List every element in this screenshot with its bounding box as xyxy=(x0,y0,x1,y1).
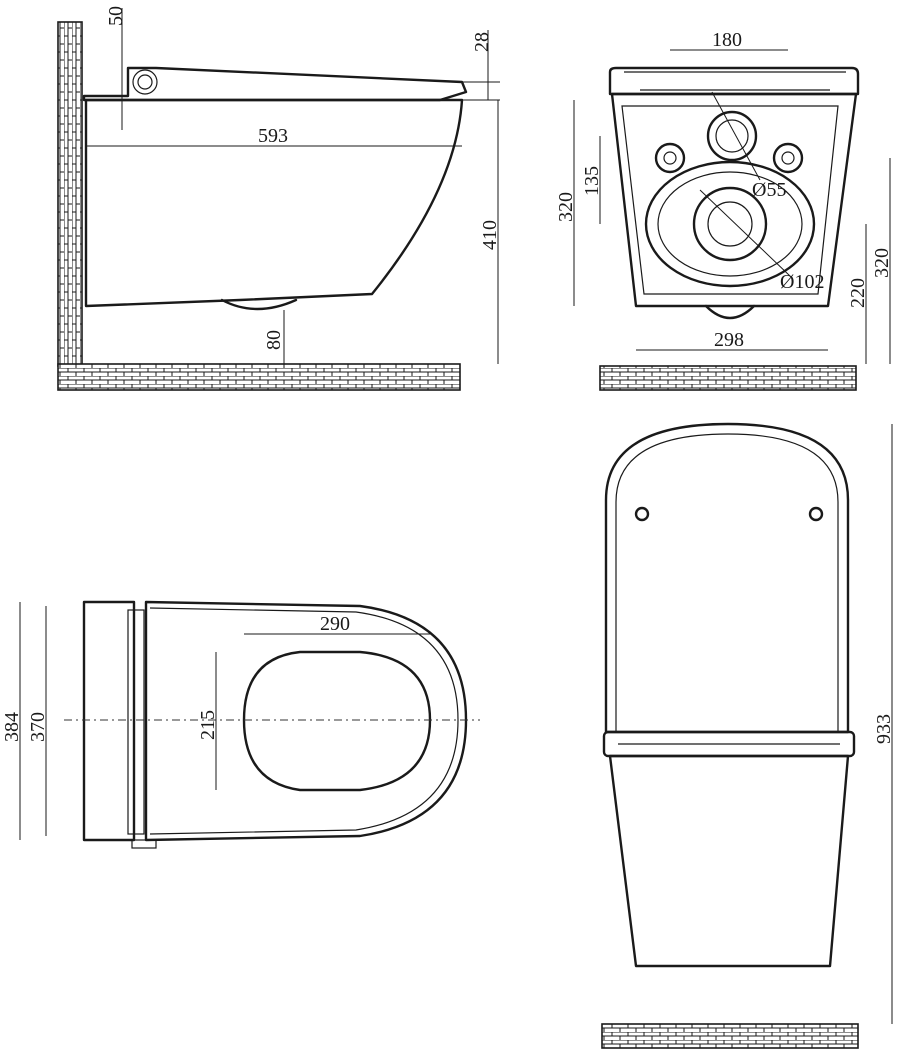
dim-298-label: 298 xyxy=(714,329,744,351)
dim-28-label: 28 xyxy=(471,32,493,52)
dim-370-label: 370 xyxy=(27,712,49,742)
dim-102-leader xyxy=(699,189,791,277)
dim-290-label: 290 xyxy=(320,613,350,635)
top-tank-outline xyxy=(82,600,136,842)
water-inlet-circle xyxy=(706,110,758,162)
dim-55-label: Ø55 xyxy=(752,179,786,201)
dim-180-label: 180 xyxy=(712,29,742,51)
outlet-ring-inner xyxy=(657,171,803,277)
lid-bumper-right xyxy=(808,506,824,522)
front-lid-outline xyxy=(604,422,850,734)
lid-bumper-left xyxy=(634,506,650,522)
rear-body-outline xyxy=(610,92,858,308)
hinge-circle xyxy=(132,69,158,95)
dim-55-leader xyxy=(711,91,761,181)
front-bowl-outline xyxy=(608,754,850,968)
hinge-inner-circle xyxy=(137,74,153,90)
side-view: 50 28 593 410 80 xyxy=(57,6,501,391)
dim-410-label: 410 xyxy=(479,220,501,250)
side-bowl-outline xyxy=(84,98,464,308)
dim-135-label: 135 xyxy=(581,166,603,196)
side-outlet-curve xyxy=(220,298,298,311)
top-hinge-foot xyxy=(131,839,157,849)
top-hinge-strip xyxy=(127,609,145,835)
dim-80-label: 80 xyxy=(263,330,285,350)
side-seat-outline xyxy=(82,66,468,102)
top-view: 384 370 290 215 xyxy=(1,600,480,849)
dim-384-label: 384 xyxy=(1,712,23,742)
drain-circle xyxy=(692,186,768,262)
drain-inner-circle xyxy=(707,201,753,247)
rear-outlet-curve xyxy=(704,304,756,320)
dim-593-label: 593 xyxy=(258,125,288,147)
rear-body-inner xyxy=(621,105,839,295)
bolt-hole-left xyxy=(654,142,686,174)
wall-hatch xyxy=(57,21,83,367)
rear-view: 180 320 135 Ø55 Ø102 220 320 298 xyxy=(555,29,893,391)
dim-102-label: Ø102 xyxy=(780,271,824,293)
bolt-hole-right-inner xyxy=(781,151,795,165)
front-view: 933 xyxy=(601,422,895,1049)
dim-320-left-label: 320 xyxy=(555,192,577,222)
top-bowl-outline xyxy=(144,600,468,842)
bolt-hole-right xyxy=(772,142,804,174)
outlet-ring-outer xyxy=(644,160,816,288)
top-opening-outline xyxy=(242,650,432,792)
rear-floor-hatch xyxy=(599,365,857,391)
water-inlet-inner xyxy=(715,119,749,153)
dim-220-label: 220 xyxy=(847,278,869,308)
top-bowl-inner xyxy=(149,607,459,835)
dim-215-label: 215 xyxy=(197,710,219,740)
front-lid-inner xyxy=(615,433,839,732)
front-floor-hatch xyxy=(601,1023,859,1049)
dim-320-right-label: 320 xyxy=(871,248,893,278)
dim-50-label: 50 xyxy=(105,6,127,26)
rear-seat-outline xyxy=(608,66,860,96)
floor-hatch xyxy=(57,363,461,391)
dim-933-label: 933 xyxy=(873,714,895,744)
bolt-hole-left-inner xyxy=(663,151,677,165)
